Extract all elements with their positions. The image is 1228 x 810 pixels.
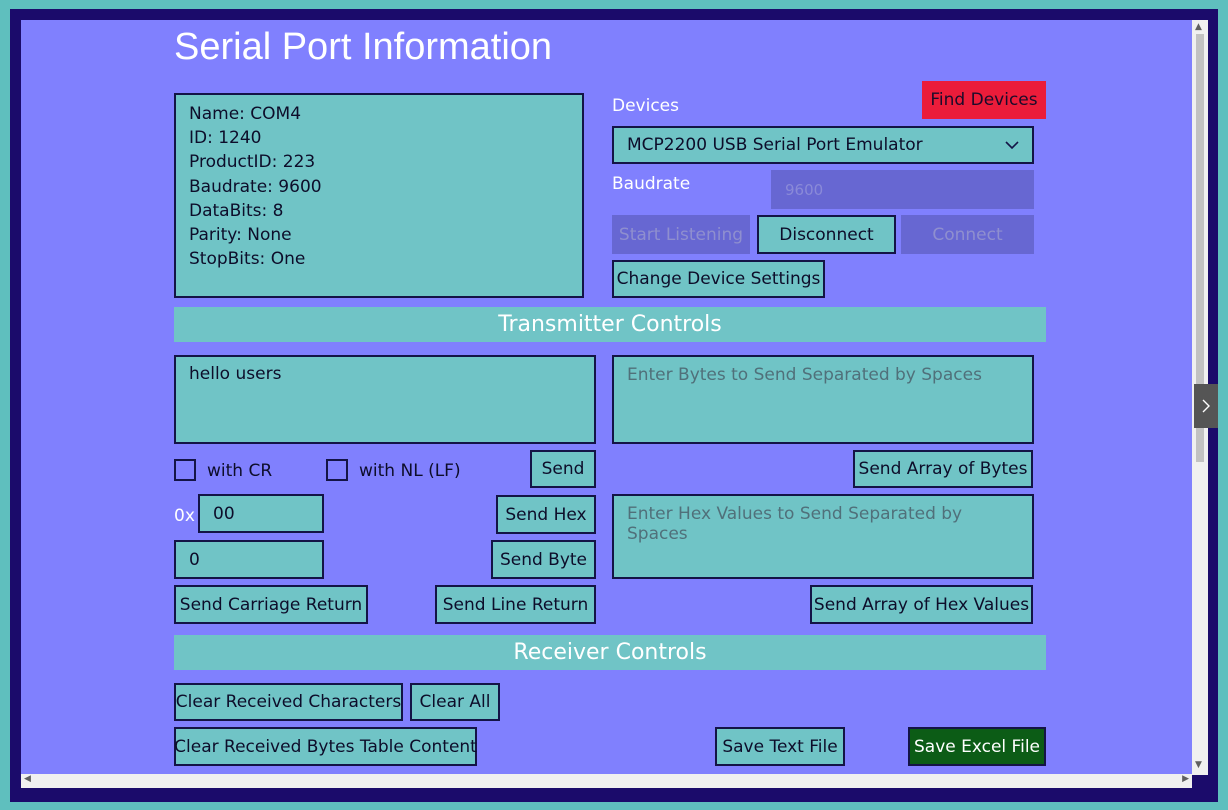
devices-label: Devices bbox=[612, 96, 679, 116]
scroll-right-arrow-icon[interactable]: ▶ bbox=[1182, 774, 1189, 784]
with-cr-label: with CR bbox=[207, 461, 273, 481]
clear-received-bytes-table-button[interactable]: Clear Received Bytes Table Content bbox=[174, 727, 477, 766]
byte-input[interactable]: 0 bbox=[174, 540, 324, 579]
baudrate-label: Baudrate bbox=[612, 174, 691, 194]
info-parity: Parity: None bbox=[189, 225, 292, 246]
baudrate-value: 9600 bbox=[785, 180, 824, 199]
app-canvas: Serial Port Information Name: COM4 ID: 1… bbox=[21, 20, 1193, 775]
info-databits: DataBits: 8 bbox=[189, 200, 284, 221]
info-stopbits: StopBits: One bbox=[189, 249, 306, 270]
horizontal-scrollbar[interactable]: ◀ ▶ bbox=[21, 774, 1192, 788]
receiver-controls-header: Receiver Controls bbox=[174, 635, 1046, 670]
connect-button[interactable]: Connect bbox=[901, 215, 1034, 254]
devices-selected: MCP2200 USB Serial Port Emulator bbox=[627, 135, 923, 155]
port-info-panel: Name: COM4 ID: 1240 ProductID: 223 Baudr… bbox=[174, 93, 584, 298]
save-text-file-button[interactable]: Save Text File bbox=[715, 727, 845, 766]
info-baudrate: Baudrate: 9600 bbox=[189, 176, 322, 197]
scroll-up-arrow-icon[interactable]: ▲ bbox=[1195, 22, 1202, 32]
devices-dropdown[interactable]: MCP2200 USB Serial Port Emulator bbox=[612, 126, 1034, 164]
info-id: ID: 1240 bbox=[189, 128, 262, 149]
change-device-settings-button[interactable]: Change Device Settings bbox=[612, 260, 825, 298]
hex-input-value: 00 bbox=[213, 504, 235, 524]
bytes-input-placeholder: Enter Bytes to Send Separated by Spaces bbox=[627, 365, 982, 385]
vertical-scroll-thumb[interactable] bbox=[1196, 34, 1204, 462]
scroll-left-arrow-icon[interactable]: ◀ bbox=[24, 774, 31, 784]
send-line-return-button[interactable]: Send Line Return bbox=[435, 585, 596, 624]
transmitter-controls-header: Transmitter Controls bbox=[174, 307, 1046, 342]
with-nl-label: with NL (LF) bbox=[359, 461, 461, 481]
send-array-of-bytes-button[interactable]: Send Array of Bytes bbox=[853, 450, 1033, 488]
info-name: Name: COM4 bbox=[189, 104, 302, 124]
with-nl-checkbox[interactable] bbox=[326, 459, 348, 481]
hex-prefix-label: 0x bbox=[174, 506, 195, 526]
clear-all-button[interactable]: Clear All bbox=[410, 683, 500, 721]
byte-input-value: 0 bbox=[189, 550, 200, 570]
transmit-text-input[interactable]: hello users bbox=[174, 355, 596, 444]
transmit-text-value: hello users bbox=[189, 364, 282, 384]
start-listening-button[interactable]: Start Listening bbox=[612, 215, 750, 254]
page-title: Serial Port Information bbox=[174, 26, 553, 68]
send-hex-button[interactable]: Send Hex bbox=[496, 495, 596, 534]
send-array-of-hex-values-button[interactable]: Send Array of Hex Values bbox=[810, 585, 1033, 624]
find-devices-button[interactable]: Find Devices bbox=[922, 81, 1046, 119]
with-cr-checkbox[interactable] bbox=[174, 459, 196, 481]
send-button[interactable]: Send bbox=[530, 450, 596, 488]
send-carriage-return-button[interactable]: Send Carriage Return bbox=[174, 585, 368, 624]
send-byte-button[interactable]: Send Byte bbox=[491, 540, 596, 579]
chevron-right-icon bbox=[1202, 399, 1210, 413]
clear-received-characters-button[interactable]: Clear Received Characters bbox=[174, 683, 403, 721]
scroll-down-arrow-icon[interactable]: ▼ bbox=[1195, 760, 1202, 770]
disconnect-button[interactable]: Disconnect bbox=[757, 215, 896, 254]
baudrate-input[interactable]: 9600 bbox=[771, 170, 1034, 209]
bytes-input[interactable]: Enter Bytes to Send Separated by Spaces bbox=[612, 355, 1034, 444]
hex-values-placeholder: Enter Hex Values to Send Separated by Sp… bbox=[627, 504, 963, 544]
info-product-id: ProductID: 223 bbox=[189, 152, 316, 173]
chevron-down-icon bbox=[1004, 137, 1020, 158]
hex-values-input[interactable]: Enter Hex Values to Send Separated by Sp… bbox=[612, 494, 1034, 579]
side-panel-toggle[interactable] bbox=[1194, 384, 1218, 428]
save-excel-file-button[interactable]: Save Excel File bbox=[908, 727, 1046, 766]
hex-input[interactable]: 00 bbox=[198, 494, 324, 533]
